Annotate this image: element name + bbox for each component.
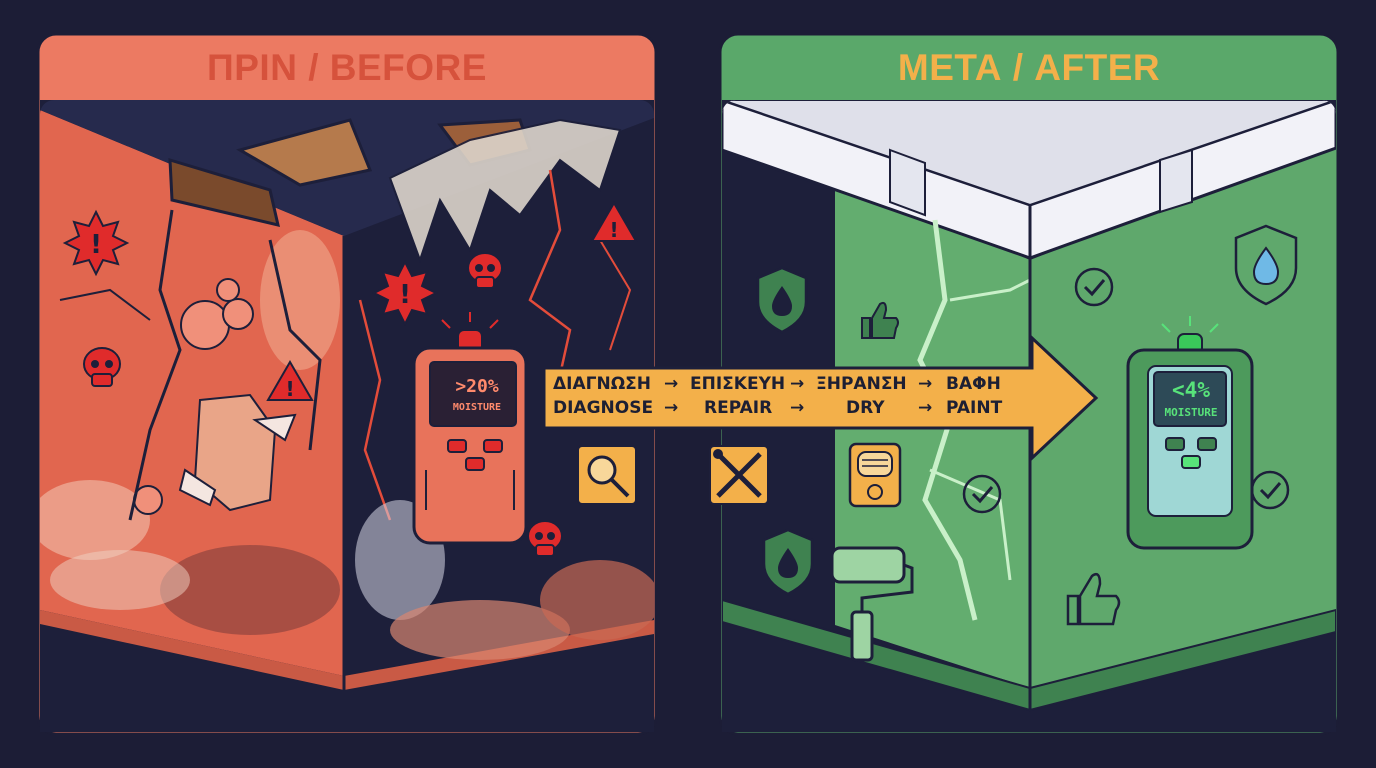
before-moisture-value: >20%: [455, 376, 499, 397]
paint-roller-icon: [830, 546, 914, 662]
warning-triangle-icon: !: [266, 360, 314, 401]
thumbs-up-icon: [861, 301, 899, 339]
skull-icon: [83, 347, 121, 387]
tools-icon: [709, 445, 769, 505]
water-shield-icon: [1234, 224, 1298, 306]
step-repair-gr: ΕΠΙΣΚΕΥΗ: [690, 374, 786, 394]
thumbs-up-icon: [1066, 573, 1121, 626]
svg-text:!: !: [90, 230, 102, 260]
skull-icon: [467, 252, 503, 289]
step-arrow: →: [918, 398, 933, 418]
svg-text:!: !: [399, 280, 411, 310]
warning-burst-icon: !: [62, 209, 130, 277]
water-shield-icon: [762, 528, 814, 596]
step-dry-en: DRY: [846, 398, 885, 418]
after-title: ΜΕΤΑ / AFTER: [897, 47, 1161, 88]
after-moisture-value: <4%: [1172, 378, 1210, 402]
skull-icon: [527, 520, 563, 557]
before-title: ΠΡΙΝ / BEFORE: [207, 47, 487, 88]
moisture-meter-before: [412, 312, 528, 545]
step-repair-en: REPAIR: [704, 398, 773, 418]
check-circle-icon: [962, 474, 1002, 514]
step-arrow: →: [790, 398, 805, 418]
process-arrow: [542, 334, 1099, 462]
step-arrow: →: [790, 374, 805, 394]
step-diagnose-gr: ΔΙΑΓΝΩΣΗ: [553, 374, 651, 394]
warning-triangle-icon: !: [590, 201, 638, 242]
svg-text:!: !: [609, 218, 618, 242]
dehumidifier-icon: [848, 442, 902, 508]
magnifier-icon: [577, 445, 637, 505]
check-circle-icon: [1074, 267, 1114, 307]
step-arrow: →: [918, 374, 933, 394]
before-moisture-label: MOISTURE: [452, 402, 502, 413]
svg-text:!: !: [285, 377, 294, 401]
step-paint-en: PAINT: [946, 398, 1003, 418]
step-arrow: →: [664, 374, 679, 394]
warning-burst-icon: !: [371, 259, 439, 327]
moisture-meter-after: [1126, 316, 1254, 550]
step-diagnose-en: DIAGNOSE: [553, 398, 654, 418]
step-arrow: →: [664, 398, 679, 418]
step-paint-gr: ΒΑΦΗ: [946, 374, 1001, 394]
water-shield-icon: [756, 266, 808, 334]
after-moisture-label: MOISTURE: [1164, 406, 1218, 419]
step-dry-gr: ΞΗΡΑΝΣΗ: [816, 374, 907, 394]
